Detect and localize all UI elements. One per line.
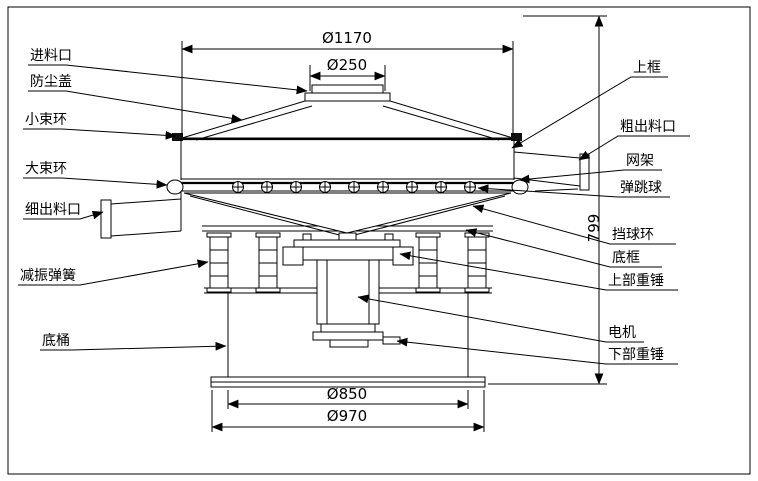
upper-weight-block [302,246,394,261]
large-clamp-right [511,179,529,195]
spring [255,232,281,293]
leader-upper-frame [511,76,668,149]
leader-screen-frame [518,169,662,184]
feed-inlet-pipe [304,84,391,102]
bouncing-ball-icon [377,181,389,193]
lower-cone [183,192,512,238]
lower-weight-tab [382,336,401,345]
label-fine-outlet: 细出料口 [25,202,81,218]
leader-motor [357,294,644,343]
dim-overall-height-text: 799 [585,214,603,243]
dimension-base-inner: Ø850 [227,385,469,409]
small-clamp-right [511,133,522,141]
leader-small-clamp-ring [23,128,177,140]
bouncing-ball-icon [319,181,331,193]
dimension-top-diameter: Ø1170 [181,29,514,135]
lower-weight-plate-2 [312,331,384,341]
leader-large-clamp-ring [23,177,168,189]
leader-dust-cover [28,90,243,123]
lower-weight-plate-3 [329,339,369,348]
label-coarse-outlet: 粗出料口 [620,119,676,135]
dimension-overall-height: 799 [488,15,607,385]
label-upper-frame: 上框 [633,60,661,76]
dim-inlet-diameter-text: Ø250 [327,56,367,74]
dim-base-inner-text: Ø850 [327,385,367,403]
bouncing-ball-icon [464,181,476,193]
motor-assembly [282,233,414,348]
small-clamp-left [172,133,183,141]
dimension-base-outer: Ø970 [211,390,485,432]
label-large-clamp-ring: 大束环 [25,161,67,177]
leader-damping-spring [18,259,209,286]
bouncing-ball-icon [261,181,273,193]
bouncing-ball-icon [406,181,418,193]
label-lower-weight: 下部重锤 [608,347,664,363]
dim-top-diameter-text: Ø1170 [322,29,372,47]
label-motor: 电机 [608,325,636,341]
label-dust-cover: 防尘盖 [30,74,72,90]
labels: 进料口 防尘盖 小束环 大束环 细出料口 减振弹簧 底桶 上框 粗出料口 网架 … [20,48,676,363]
dim-base-outer-text: Ø970 [327,407,367,425]
spring [464,232,490,293]
lower-weight-plate-1 [320,323,376,333]
label-damping-spring: 减振弹簧 [20,268,76,284]
leader-coarse-outlet [578,135,690,161]
label-upper-weight: 上部重锤 [608,273,664,289]
damping-springs [206,232,490,293]
motor-body [316,259,380,325]
label-bottom-frame: 底框 [612,250,640,266]
leader-lower-weight [396,337,678,365]
leader-bottom-frame [465,228,662,268]
leader-bottom-barrel [40,341,227,351]
leader-upper-weight [399,251,678,291]
machine-drawing [100,84,590,388]
label-screen-frame: 网架 [626,153,654,169]
label-bouncing-ball: 弹跳球 [620,180,662,196]
upper-weight-flange-left [282,246,304,266]
upper-frame-rim [172,133,522,180]
dimension-inlet-diameter: Ø250 [309,56,386,91]
spring [415,232,441,293]
bouncing-ball-icon [232,181,244,193]
label-bottom-barrel: 底桶 [42,333,70,349]
fine-outlet-duct [100,191,182,239]
label-small-clamp-ring: 小束环 [25,112,67,128]
label-ball-stop-ring: 挡球环 [612,227,654,243]
bouncing-ball-icon [348,181,360,193]
spring [206,232,232,293]
leader-ball-stop-ring [472,204,676,245]
leader-feed-inlet [28,64,308,95]
screen-deck [181,178,514,192]
label-feed-inlet: 进料口 [30,48,72,64]
leader-fine-outlet [23,210,104,220]
upper-weight-plate [293,239,401,248]
leader-bouncing-ball [477,184,670,198]
dust-cover-cone [181,100,514,141]
bouncing-balls-row [232,181,476,193]
bouncing-ball-icon [435,181,447,193]
leader-lines [18,64,690,365]
drawing-border [7,6,751,475]
bouncing-ball-icon [290,181,302,193]
